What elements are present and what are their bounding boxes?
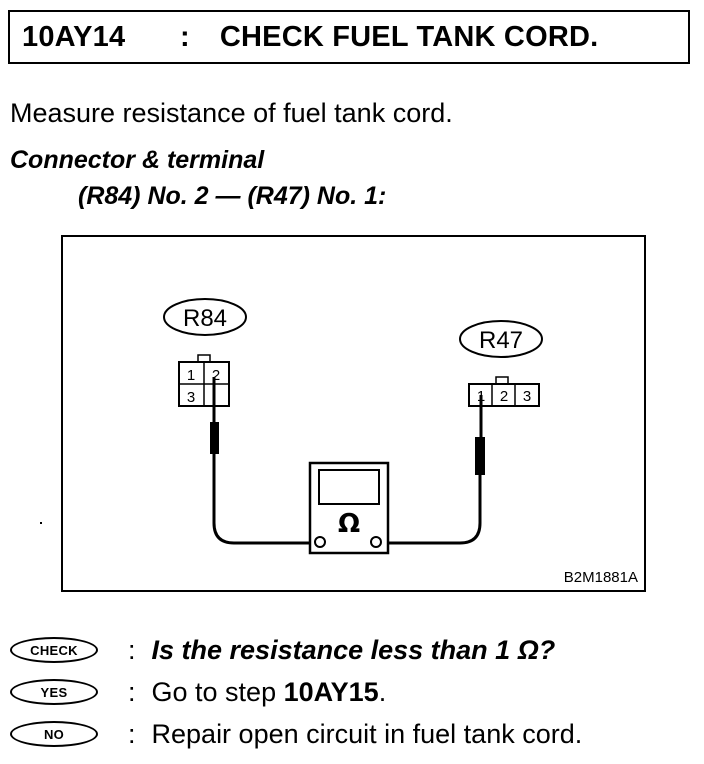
r84-label: R84	[183, 305, 227, 332]
figure-id: B2M1881A	[563, 569, 638, 586]
yes-badge: YES	[10, 679, 98, 705]
no-row: NO : Repair open circuit in fuel tank co…	[10, 714, 582, 754]
r84-connector: 1 2 3	[178, 354, 230, 407]
check-colon: :	[128, 634, 136, 665]
ohmmeter: Ω	[308, 461, 390, 555]
check-row: CHECK : Is the resistance less than 1 Ω?	[10, 630, 555, 670]
step-title: CHECK FUEL TANK CORD.	[219, 20, 599, 53]
left-probe	[210, 377, 314, 545]
yes-text-suffix: .	[378, 676, 387, 707]
r84-pin-1: 1	[187, 367, 195, 384]
r47-connector: 1 2 3	[468, 376, 540, 407]
right-probe	[380, 395, 485, 545]
r47-label: R47	[479, 327, 523, 354]
r84-pin-2: 2	[212, 367, 220, 384]
yes-text-prefix: Go to step	[151, 676, 284, 707]
check-badge: CHECK	[10, 637, 98, 663]
intro-text: Measure resistance of fuel tank cord.	[10, 98, 453, 128]
wiring-diagram: R84 R47 1 2 3 1 2 3	[61, 235, 646, 592]
stray-dot	[40, 522, 42, 524]
yes-step-link[interactable]: 10AY15	[283, 676, 379, 707]
r84-pin-3: 3	[187, 389, 195, 406]
r47-label-ellipse	[459, 320, 543, 358]
check-question: Is the resistance less than 1 Ω?	[151, 634, 556, 665]
r47-pin-2: 2	[500, 388, 508, 405]
step-separator: :	[180, 20, 190, 53]
no-colon: :	[128, 718, 136, 749]
connector-heading: Connector & terminal	[10, 146, 265, 174]
no-answer: Repair open circuit in fuel tank cord.	[151, 718, 583, 749]
no-badge: NO	[10, 721, 98, 747]
r47-pin-3: 3	[523, 388, 531, 405]
yes-colon: :	[128, 676, 136, 707]
r84-label-ellipse	[163, 298, 247, 336]
step-title-box: 10AY14 : CHECK FUEL TANK CORD.	[8, 10, 690, 64]
diagram-svg: R84 R47 1 2 3 1 2 3	[163, 298, 543, 555]
yes-row: YES : Go to step 10AY15.	[10, 672, 386, 712]
ohm-symbol: Ω	[338, 509, 360, 539]
connector-terminals: (R84) No. 2 — (R47) No. 1:	[78, 182, 387, 210]
yes-answer: Go to step 10AY15.	[152, 677, 387, 708]
step-code: 10AY14	[22, 20, 126, 53]
